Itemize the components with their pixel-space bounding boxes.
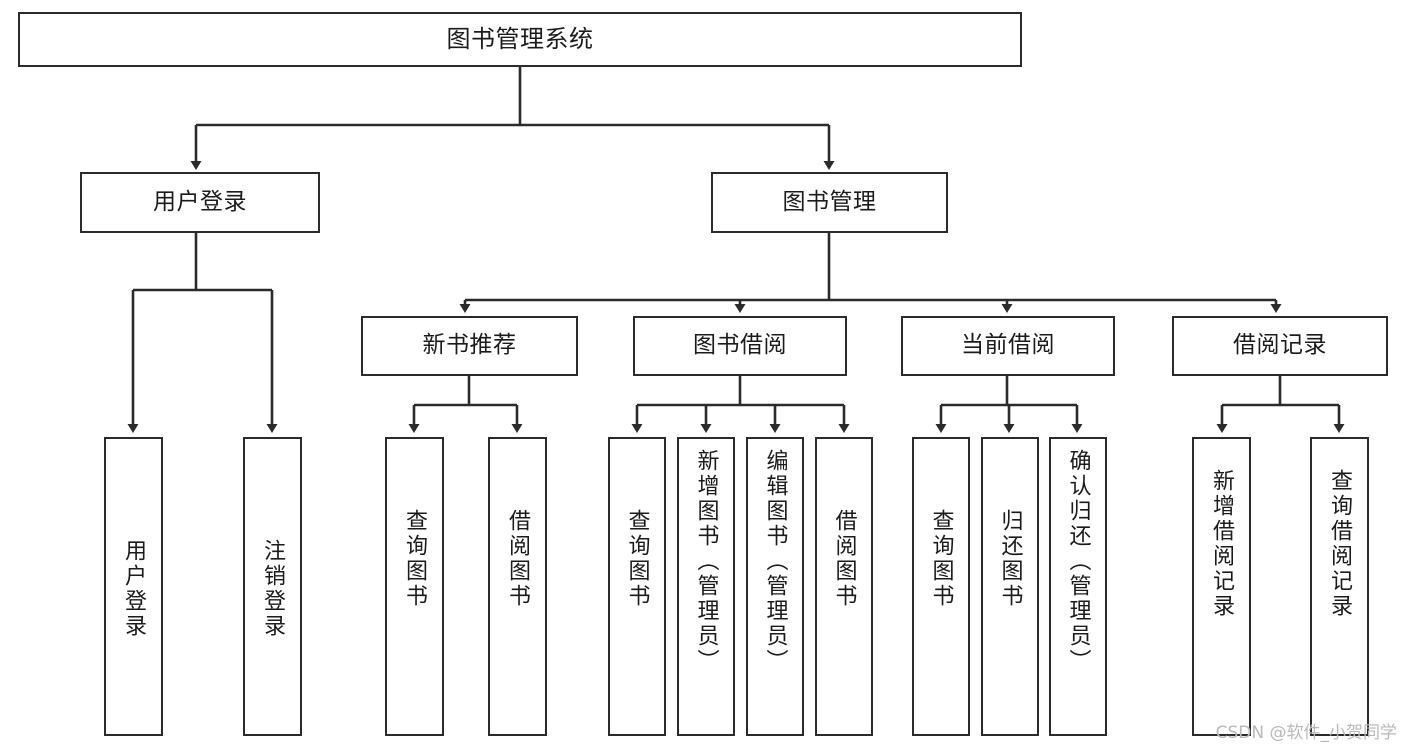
node-borrow-record-label: 借阅记录 bbox=[1233, 332, 1327, 359]
node-root[interactable]: 图书管理系统 bbox=[18, 12, 1022, 67]
node-book-borrow-label: 图书借阅 bbox=[693, 332, 787, 359]
node-leaf-borrow-book-1-label: 借阅图书 bbox=[505, 509, 531, 609]
node-leaf-user-login-label: 用户登录 bbox=[121, 539, 147, 639]
node-leaf-edit-book[interactable]: 编辑图书（管理员） bbox=[746, 437, 804, 736]
node-root-label: 图书管理系统 bbox=[446, 25, 594, 54]
node-leaf-borrow-book-2-label: 借阅图书 bbox=[831, 509, 857, 609]
node-leaf-query-book-1-label: 查询图书 bbox=[402, 509, 428, 609]
node-new-book-recommend-label: 新书推荐 bbox=[422, 332, 517, 359]
node-leaf-query-record-label: 查询借阅记录 bbox=[1327, 469, 1353, 619]
node-leaf-add-record-label: 新增借阅记录 bbox=[1209, 469, 1235, 619]
node-leaf-return-book-label: 归还图书 bbox=[997, 509, 1023, 609]
node-leaf-logout-label: 注销登录 bbox=[260, 539, 286, 639]
node-leaf-add-book[interactable]: 新增图书（管理员） bbox=[677, 437, 735, 736]
node-leaf-query-book-3[interactable]: 查询图书 bbox=[912, 437, 970, 736]
node-leaf-query-book-2[interactable]: 查询图书 bbox=[608, 437, 666, 736]
node-leaf-borrow-book-2[interactable]: 借阅图书 bbox=[815, 437, 873, 736]
node-leaf-edit-book-label: 编辑图书（管理员） bbox=[762, 449, 788, 674]
node-leaf-logout[interactable]: 注销登录 bbox=[243, 437, 302, 736]
node-leaf-query-book-3-label: 查询图书 bbox=[928, 509, 954, 609]
node-leaf-query-book-1[interactable]: 查询图书 bbox=[385, 437, 444, 736]
node-leaf-user-login[interactable]: 用户登录 bbox=[104, 437, 163, 736]
node-leaf-query-book-2-label: 查询图书 bbox=[624, 509, 650, 609]
node-leaf-borrow-book-1[interactable]: 借阅图书 bbox=[488, 437, 547, 736]
node-book-borrow[interactable]: 图书借阅 bbox=[633, 316, 847, 376]
node-leaf-confirm-return-label: 确认归还（管理员） bbox=[1065, 449, 1091, 674]
node-leaf-add-record[interactable]: 新增借阅记录 bbox=[1192, 437, 1251, 736]
node-book-manage-label: 图书管理 bbox=[782, 188, 877, 215]
node-borrow-record[interactable]: 借阅记录 bbox=[1172, 316, 1388, 376]
node-user-login-label: 用户登录 bbox=[153, 188, 247, 215]
node-leaf-query-record[interactable]: 查询借阅记录 bbox=[1310, 437, 1369, 736]
node-leaf-confirm-return[interactable]: 确认归还（管理员） bbox=[1049, 437, 1107, 736]
node-current-borrow-label: 当前借阅 bbox=[961, 332, 1055, 359]
node-user-login[interactable]: 用户登录 bbox=[80, 172, 320, 233]
csdn-watermark: CSDN @软件_小贺同学 bbox=[1215, 723, 1397, 743]
node-new-book-recommend[interactable]: 新书推荐 bbox=[361, 316, 578, 376]
node-leaf-add-book-label: 新增图书（管理员） bbox=[693, 449, 719, 674]
node-book-manage[interactable]: 图书管理 bbox=[711, 172, 948, 233]
node-current-borrow[interactable]: 当前借阅 bbox=[901, 316, 1115, 376]
node-leaf-return-book[interactable]: 归还图书 bbox=[981, 437, 1039, 736]
